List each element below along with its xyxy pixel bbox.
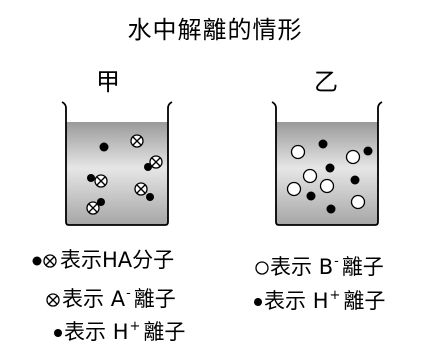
- legend-h-ion-right: 表示 H+離子: [252, 284, 385, 313]
- legend-h-right-text-2: 離子: [343, 289, 386, 313]
- h-ion: [326, 204, 336, 214]
- ha-molecule: [134, 182, 154, 201]
- legend-b-ion-symbol: B: [318, 255, 334, 279]
- legend-b-charge: -: [334, 254, 339, 269]
- legend-b-text-2: 離子: [341, 255, 384, 279]
- legend-h-left-ion-symbol: H: [112, 320, 129, 344]
- legend-h-left-text-2: 離子: [143, 320, 186, 344]
- legend-h-ion-left: 表示 H+離子: [52, 315, 185, 344]
- legend-a-charge: -: [126, 286, 131, 301]
- h-ion-icon: [254, 298, 262, 306]
- legend-h-left-text-1: 表示: [64, 320, 106, 344]
- beaker-jia-liquid: [66, 122, 168, 225]
- legend-ha: 表示HA分子: [30, 248, 174, 272]
- ha-molecule: [87, 174, 108, 188]
- legend-h-right-charge: +: [329, 288, 341, 303]
- h-ion: [325, 163, 335, 173]
- h-ion-icon: [54, 329, 62, 337]
- b-ion: [350, 194, 366, 210]
- beaker-label-jia: 甲: [96, 68, 120, 96]
- legend-h-right-ion-symbol: H: [312, 289, 329, 313]
- h-ion: [306, 191, 316, 201]
- b-ion-icon: [255, 261, 269, 275]
- legend-a-text-1: 表示: [62, 287, 104, 311]
- h-ion: [318, 139, 328, 149]
- legend-b-ion: 表示 B-離子: [254, 250, 384, 279]
- a-ion: [130, 134, 144, 148]
- ha-molecule: [86, 198, 105, 215]
- legend-h-left-charge: +: [129, 319, 141, 334]
- legend-b-text-1: 表示: [270, 255, 312, 279]
- h-ion: [99, 142, 109, 152]
- beaker-yi: [271, 101, 383, 226]
- legend-a-ion: 表示 A-離子: [44, 282, 176, 311]
- h-ion: [363, 146, 373, 156]
- legend-ha-text: 表示HA分子: [60, 248, 175, 272]
- b-ion: [319, 178, 335, 194]
- beaker-label-yi: 乙: [314, 68, 338, 96]
- diagram-title: 水中解離的情形: [127, 16, 303, 44]
- legend-a-ion-symbol: A: [110, 287, 126, 311]
- ha-molecule: [144, 155, 163, 171]
- a-ion-icon: [46, 293, 60, 307]
- b-ion: [345, 149, 361, 165]
- b-ion: [286, 181, 302, 197]
- h-ion: [350, 175, 360, 185]
- beaker-jia-glass: [61, 101, 173, 226]
- legend-a-text-2: 離子: [133, 287, 176, 311]
- beaker-yi-glass: [271, 101, 383, 226]
- legend-h-right-text-1: 表示: [264, 289, 306, 313]
- ha-molecule-icon: [32, 254, 57, 268]
- b-ion: [302, 168, 318, 184]
- b-ion: [290, 144, 306, 160]
- beaker-jia: [61, 101, 173, 226]
